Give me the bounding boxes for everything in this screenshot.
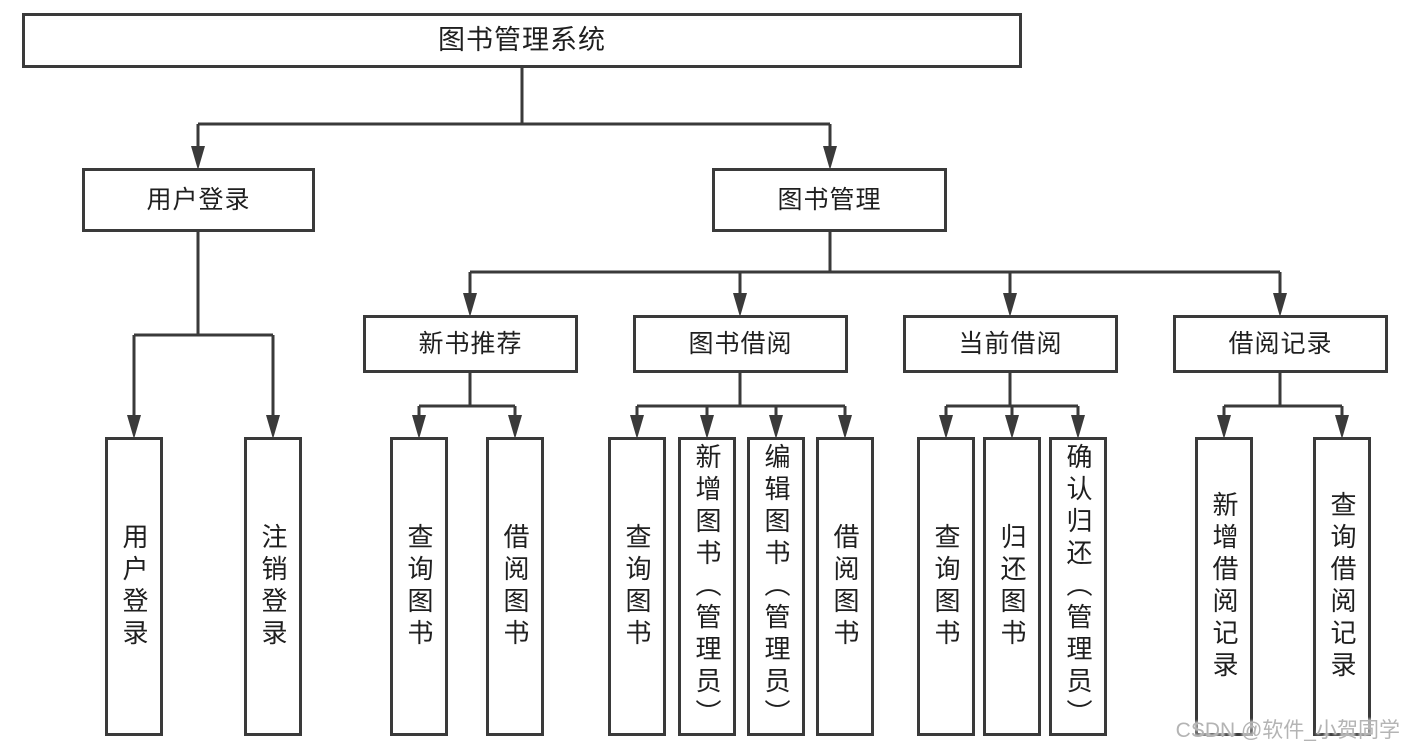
leaf-records-add-borrow-record: 新增借阅记录 bbox=[1195, 437, 1253, 736]
node-library-system: 图书管理系统 bbox=[22, 13, 1022, 68]
connector-line bbox=[417, 373, 517, 417]
leaf-logout: 注销登录 bbox=[244, 437, 302, 736]
leaf-borrow-borrow-book: 借阅图书 bbox=[816, 437, 874, 736]
arrowhead-to-leaf-add-book bbox=[700, 415, 714, 439]
connector-current-borrowing-to-leaves bbox=[939, 373, 1085, 439]
connector-line bbox=[196, 68, 832, 148]
arrowhead-to-borrowing-records bbox=[1273, 293, 1287, 317]
arrowhead-to-leaf-query-book bbox=[939, 415, 953, 439]
leaf-current-query-book: 查询图书 bbox=[917, 437, 975, 736]
arrowhead-to-leaf-logout bbox=[266, 415, 280, 439]
arrowhead-to-leaf-confirm-return bbox=[1071, 415, 1085, 439]
arrowhead-to-leaf-add-record bbox=[1217, 415, 1231, 439]
arrowhead-to-user-login bbox=[191, 146, 205, 170]
connector-borrowing-records-to-leaves bbox=[1217, 373, 1349, 439]
node-book-management: 图书管理 bbox=[712, 168, 947, 232]
connector-user-login-to-leaves bbox=[127, 232, 280, 439]
node-user-login: 用户登录 bbox=[82, 168, 315, 232]
leaf-borrow-edit-book-admin: 编辑图书（管理员） bbox=[747, 437, 805, 736]
node-current-borrowing: 当前借阅 bbox=[903, 315, 1118, 373]
arrowhead-to-leaf-query-book bbox=[412, 415, 426, 439]
arrowhead-to-leaf-query-record bbox=[1335, 415, 1349, 439]
leaf-current-return-book: 归还图书 bbox=[983, 437, 1041, 736]
arrowhead-to-current-borrowing bbox=[1003, 293, 1017, 317]
arrowhead-to-new-book-recommendation bbox=[463, 293, 477, 317]
leaf-records-query-borrow-record: 查询借阅记录 bbox=[1313, 437, 1371, 736]
arrowhead-to-leaf-query-book bbox=[630, 415, 644, 439]
arrowhead-to-book-borrowing bbox=[733, 293, 747, 317]
connector-book-management-to-level3 bbox=[463, 232, 1287, 317]
leaf-borrow-add-book-admin: 新增图书（管理员） bbox=[678, 437, 736, 736]
watermark-csdn: CSDN @软件_小贺同学 bbox=[1175, 719, 1400, 742]
leaf-borrow-query-book: 查询图书 bbox=[608, 437, 666, 736]
connector-root-to-level2 bbox=[191, 68, 837, 170]
arrowhead-to-leaf-borrow-book bbox=[508, 415, 522, 439]
arrowhead-to-leaf-return-book bbox=[1005, 415, 1019, 439]
leaf-current-confirm-return-admin: 确认归还（管理员） bbox=[1049, 437, 1107, 736]
arrowhead-to-book-management bbox=[823, 146, 837, 170]
connector-new-book-recommendation-to-leaves bbox=[412, 373, 522, 439]
node-borrowing-records: 借阅记录 bbox=[1173, 315, 1388, 373]
node-book-borrowing: 图书借阅 bbox=[633, 315, 848, 373]
leaf-recommend-query-book: 查询图书 bbox=[390, 437, 448, 736]
arrowhead-to-leaf-user-login bbox=[127, 415, 141, 439]
node-new-book-recommendation: 新书推荐 bbox=[363, 315, 578, 373]
connector-line bbox=[1222, 373, 1344, 417]
leaf-recommend-borrow-book: 借阅图书 bbox=[486, 437, 544, 736]
connector-line bbox=[944, 373, 1080, 417]
connector-line bbox=[468, 232, 1282, 295]
arrowhead-to-leaf-borrow-book bbox=[838, 415, 852, 439]
arrowhead-to-leaf-edit-book bbox=[769, 415, 783, 439]
connector-line bbox=[635, 373, 847, 417]
connector-line bbox=[132, 232, 275, 417]
connector-book-borrowing-to-leaves bbox=[630, 373, 852, 439]
leaf-user-login: 用户登录 bbox=[105, 437, 163, 736]
